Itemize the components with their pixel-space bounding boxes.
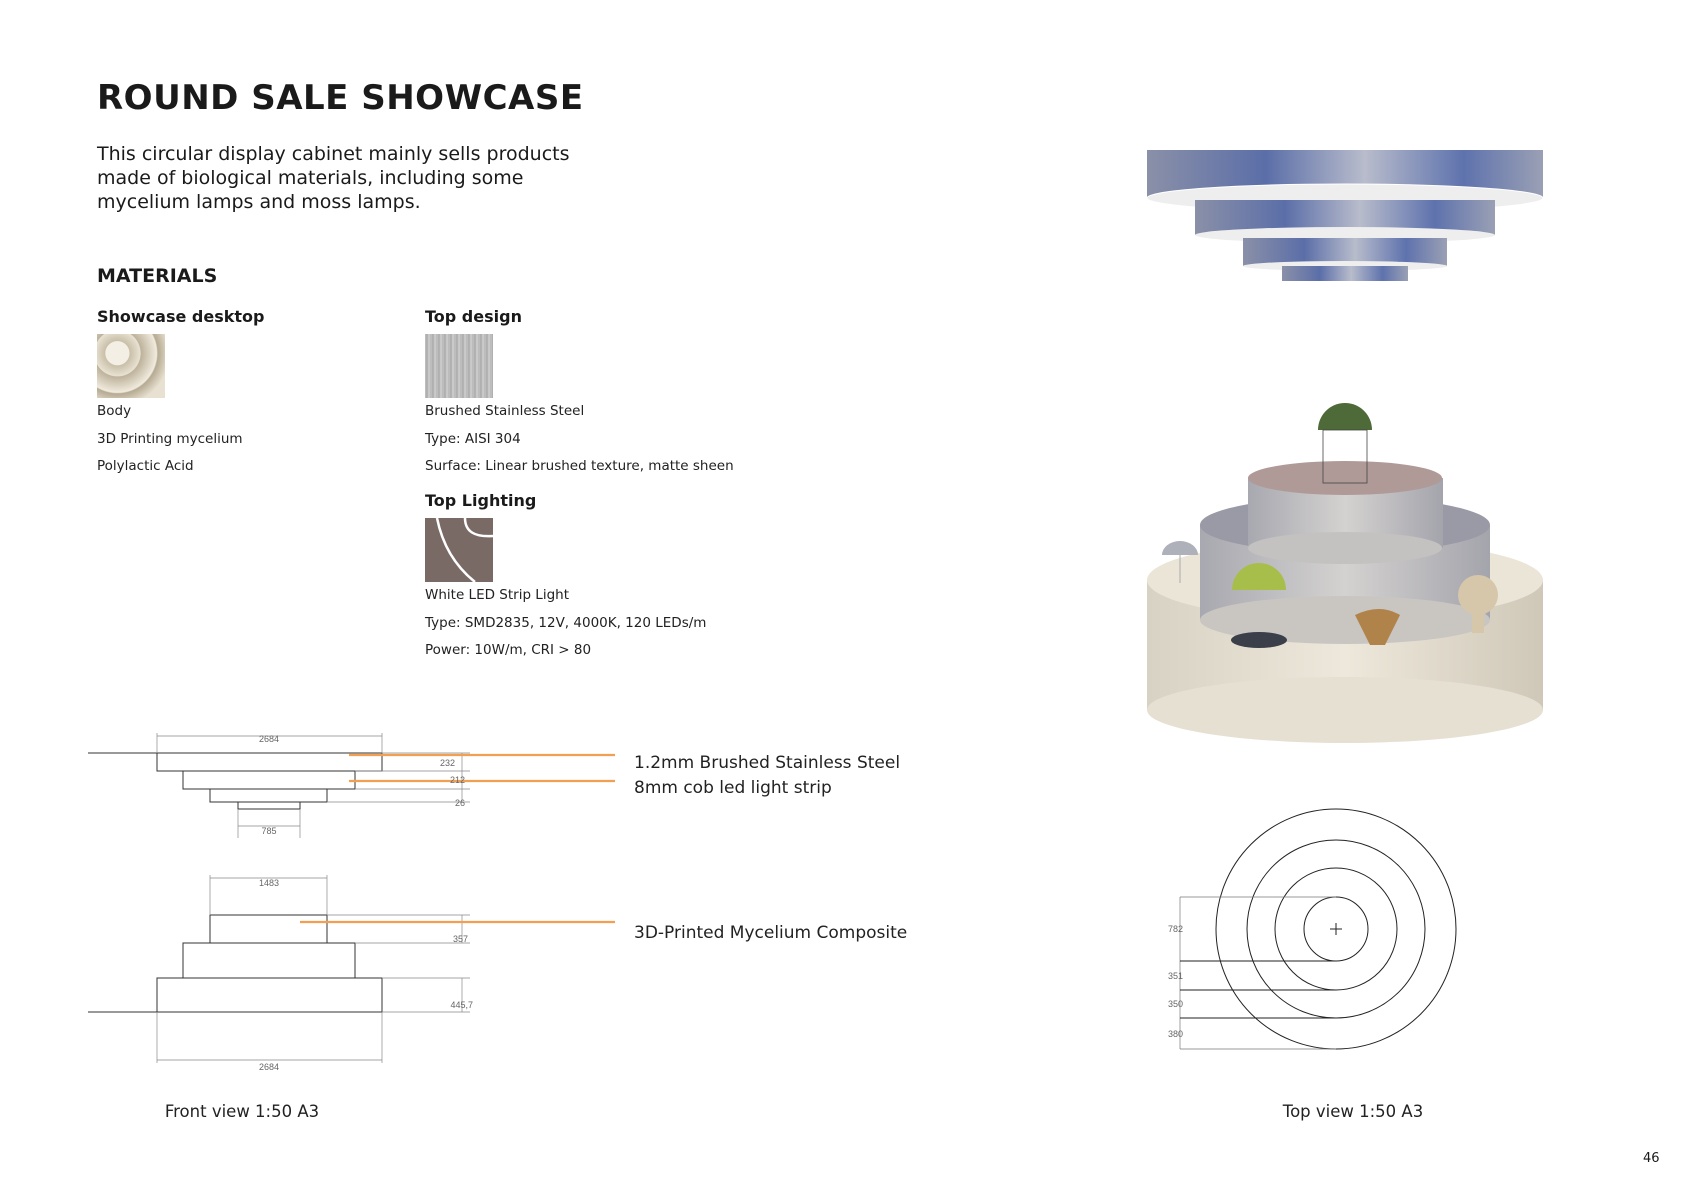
top-design-heading: Top design — [425, 307, 522, 326]
top-lighting-heading: Top Lighting — [425, 491, 537, 510]
top-design-line: Brushed Stainless Steel — [425, 403, 585, 419]
top-view-drawing — [1179, 808, 1457, 1050]
top-lighting-line: Power: 10W/m, CRI > 80 — [425, 642, 592, 658]
page-number: 46 — [1643, 1151, 1660, 1166]
dim-label: 2684 — [259, 734, 279, 744]
intro-line: mycelium lamps and moss lamps. — [97, 191, 421, 213]
dim-label: 2684 — [259, 1062, 279, 1072]
dim-label: 445,7 — [450, 1000, 473, 1010]
dim-label: 1483 — [259, 878, 279, 888]
led-strip-swatch — [425, 518, 493, 582]
top-design-line: Surface: Linear brushed texture, matte s… — [425, 458, 734, 474]
dim-label: 26 — [455, 798, 465, 808]
dim-label: 351 — [1168, 971, 1183, 981]
dim-label: 357 — [453, 934, 468, 944]
desktop-line: Polylactic Acid — [97, 458, 194, 474]
showcase-render — [1147, 403, 1543, 743]
desktop-line: Body — [97, 403, 132, 419]
desktop-line: 3D Printing mycelium — [97, 431, 243, 447]
top-design-line: Type: AISI 304 — [425, 431, 521, 447]
callout-steel: 1.2mm Brushed Stainless Steel — [634, 753, 901, 773]
top-lighting-line: Type: SMD2835, 12V, 4000K, 120 LEDs/m — [425, 615, 707, 631]
dim-label: 380 — [1168, 1029, 1183, 1039]
dim-label: 350 — [1168, 999, 1183, 1009]
intro-line: made of biological materials, including … — [97, 167, 524, 189]
mycelium-swatch — [97, 334, 165, 398]
brushed-steel-swatch — [425, 334, 493, 398]
top-view-caption: Top view 1:50 A3 — [1282, 1102, 1424, 1121]
dim-label: 782 — [1168, 924, 1183, 934]
materials-heading: MATERIALS — [97, 265, 218, 287]
top-lighting-line: White LED Strip Light — [425, 587, 569, 603]
ceiling-render — [1146, 150, 1544, 281]
dim-label: 785 — [261, 826, 276, 836]
dim-label: 232 — [440, 758, 455, 768]
dim-label: 212 — [450, 775, 465, 785]
callout-led: 8mm cob led light strip — [634, 778, 832, 798]
callout-mycelium: 3D-Printed Mycelium Composite — [634, 923, 908, 943]
page-title: ROUND SALE SHOWCASE — [97, 78, 584, 118]
intro-text: This circular display cabinet mainly sel… — [97, 142, 617, 214]
desktop-heading: Showcase desktop — [97, 307, 265, 326]
front-view-caption: Front view 1:50 A3 — [164, 1102, 320, 1121]
intro-line: This circular display cabinet mainly sel… — [97, 143, 570, 165]
